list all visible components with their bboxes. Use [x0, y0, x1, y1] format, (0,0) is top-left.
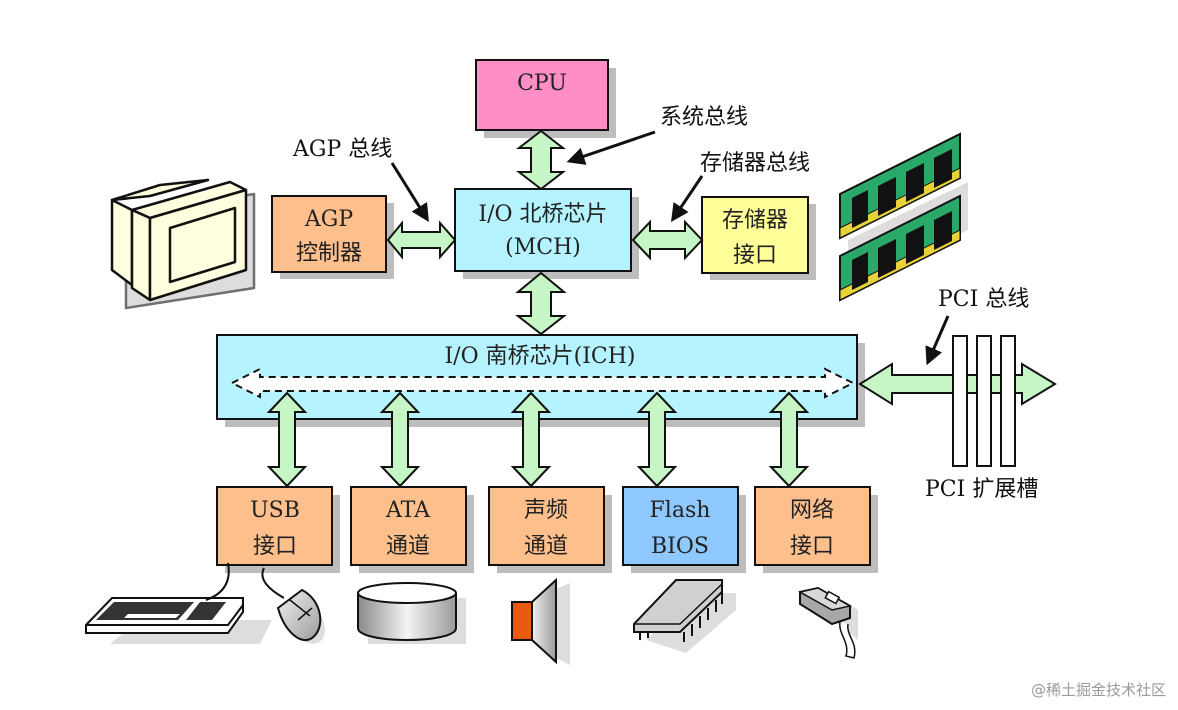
audio-box [488, 486, 605, 566]
pci-slot [976, 335, 992, 467]
usb-sublabel: 接口 [253, 534, 297, 559]
flash-bios-box [622, 486, 739, 566]
flash-bios-node: Flash BIOS [622, 486, 746, 573]
hub-link-arrow [515, 271, 567, 336]
usb-link-arrow [266, 391, 308, 488]
internal-bus-dashed-arrow [229, 367, 856, 399]
ata-node: ATA 通道 [350, 486, 474, 573]
south-bridge-node: I/O 南桥芯片(ICH) [216, 334, 865, 427]
network-label: 网络 [790, 498, 834, 523]
memory-bus-arrow [631, 219, 704, 261]
memory-interface-label: 存储器 [722, 208, 788, 233]
audio-link-arrow [510, 391, 552, 488]
flash-bios-sublabel: BIOS [651, 534, 709, 559]
memory-interface-sublabel: 接口 [733, 243, 777, 268]
pci-bus-label: PCI 总线 [938, 287, 1029, 312]
memory-interface-box [701, 196, 809, 274]
cpu-node: CPU [475, 59, 616, 138]
system-bus-arrow [516, 129, 566, 191]
agp-bus-arrow [386, 220, 457, 260]
audio-sublabel: 通道 [524, 534, 568, 559]
audio-label: 声频 [524, 498, 568, 523]
flash-bios-label: Flash [650, 498, 711, 523]
flash-link-arrow [636, 391, 678, 488]
system-bus-pointer [566, 130, 656, 165]
cpu-box [475, 59, 609, 131]
agp-bus-label: AGP 总线 [292, 137, 392, 162]
mouse-icon [261, 567, 326, 644]
monitor-icon [110, 178, 256, 310]
agp-controller-sublabel: 控制器 [296, 241, 362, 266]
memory-bus-pointer [670, 175, 704, 222]
speaker-icon [511, 577, 570, 665]
keyboard-icon [85, 562, 272, 644]
agp-controller-label: AGP [304, 207, 353, 232]
audio-node: 声频 通道 [488, 486, 612, 573]
cpu-label: CPU [517, 71, 567, 96]
hard-disk-icon [357, 582, 466, 644]
pci-slots [952, 335, 1016, 467]
north-bridge-sublabel: (MCH) [505, 235, 581, 260]
network-box [754, 486, 871, 566]
south-bridge-label: I/O 南桥芯片(ICH) [444, 344, 635, 369]
north-bridge-node: I/O 北桥芯片 (MCH) [454, 188, 639, 279]
bios-chip-icon [633, 579, 736, 653]
ata-box [350, 486, 467, 566]
north-bridge-label: I/O 北桥芯片 [478, 202, 607, 227]
network-node: 网络 接口 [754, 486, 878, 573]
memory-modules-icon [839, 132, 968, 302]
network-link-arrow [768, 391, 810, 488]
ata-link-arrow [379, 391, 421, 488]
system-bus-label: 系统总线 [660, 105, 748, 130]
memory-bus-label: 存储器总线 [700, 151, 810, 176]
network-plug-icon [797, 586, 858, 659]
pci-slots-label: PCI 扩展槽 [925, 477, 1038, 502]
memory-module [839, 194, 961, 302]
usb-box [216, 486, 333, 566]
watermark: @稀土掘金技术社区 [1030, 681, 1166, 699]
usb-label: USB [250, 498, 300, 523]
ata-label: ATA [385, 498, 431, 523]
agp-bus-pointer [390, 162, 429, 223]
ata-sublabel: 通道 [386, 534, 430, 559]
pci-bus-pointer [925, 315, 950, 366]
north-bridge-box [454, 188, 632, 272]
network-sublabel: 接口 [790, 534, 834, 559]
agp-controller-node: AGP 控制器 [271, 195, 394, 279]
agp-controller-box [271, 195, 387, 273]
memory-interface-node: 存储器 接口 [701, 196, 816, 280]
usb-node: USB 接口 [216, 486, 340, 573]
pci-slot [952, 335, 968, 467]
pci-slot [1000, 335, 1016, 467]
